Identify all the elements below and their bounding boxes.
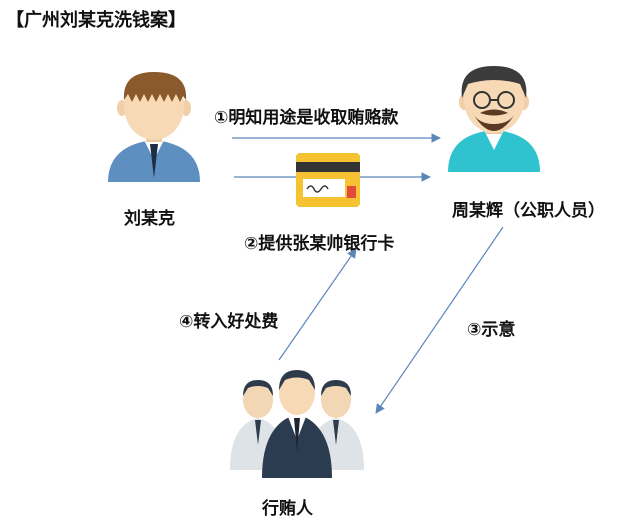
- label-liu: 刘某克: [124, 209, 175, 229]
- label-zhou: 周某辉（公职人员）: [452, 201, 605, 221]
- arrow-briber-to-card: [278, 248, 357, 361]
- man-icon: [108, 72, 200, 182]
- bank-card-icon: [296, 153, 360, 207]
- group-icon: [230, 370, 364, 478]
- label-briber: 行贿人: [262, 499, 313, 519]
- arrow-zhou-to-briber: [375, 226, 504, 414]
- bearded-man-icon: [448, 66, 540, 172]
- page-title: 【广州刘某克洗钱案】: [6, 10, 186, 31]
- step-1-label: ①明知用途是收取贿赂款: [214, 108, 399, 128]
- step-2-label: ②提供张某帅银行卡: [244, 234, 395, 254]
- step-4-label: ④转入好处费: [179, 312, 279, 332]
- step-3-label: ③示意: [467, 320, 516, 340]
